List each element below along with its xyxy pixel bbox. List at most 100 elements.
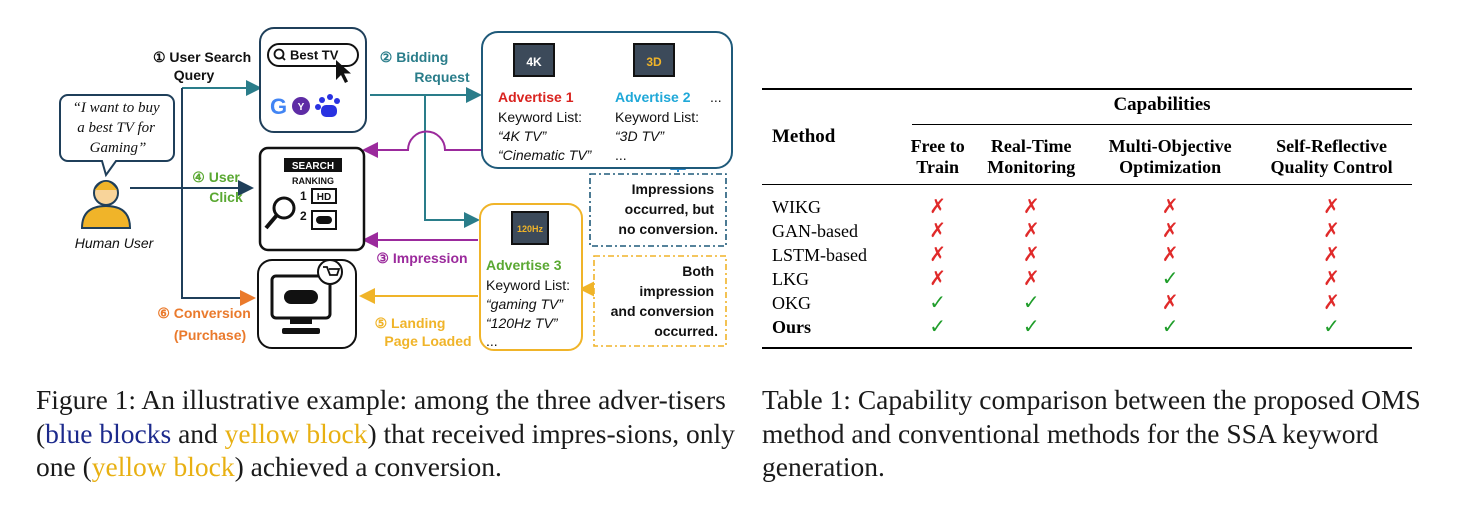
check-icon: ✓ bbox=[1161, 316, 1179, 338]
cross-icon: ✗ bbox=[1022, 220, 1040, 242]
ad3-keyword-2: “120Hz TV” bbox=[486, 315, 559, 331]
illustrative-figure: “I want to buy a best TV for Gaming” Hum… bbox=[59, 27, 733, 351]
ad2-keyword-label: Keyword List: bbox=[615, 109, 699, 125]
tv-4k-icon: 4K bbox=[526, 55, 542, 69]
step2-line2: Request bbox=[414, 69, 470, 85]
cross-icon: ✗ bbox=[1323, 292, 1340, 314]
note-yellow: Both impression and conversion occurred. bbox=[593, 255, 727, 347]
cross-icon: ✗ bbox=[1161, 220, 1179, 242]
ranking-label: RANKING bbox=[292, 176, 334, 186]
method-header: Method bbox=[772, 126, 836, 147]
cross-icon: ✗ bbox=[1022, 268, 1040, 290]
svg-text:① User Search Query: ① User Search Query bbox=[153, 49, 255, 83]
ad2-keyword-1: “3D TV” bbox=[615, 128, 665, 144]
table-row: WIKG✗✗✗✗ bbox=[762, 184, 1412, 220]
note-blue-line1: Impressions bbox=[632, 181, 715, 197]
cross-icon: ✗ bbox=[1022, 196, 1040, 218]
advertiser-yellow-block: 120Hz Advertise 3 Keyword List: “gaming … bbox=[479, 203, 583, 351]
method-name: LKG bbox=[772, 269, 809, 289]
note-yellow-line1: Both bbox=[682, 263, 714, 279]
cross-icon: ✗ bbox=[1161, 196, 1179, 218]
ad2-title: Advertise 2 bbox=[615, 89, 691, 105]
human-user-label: Human User bbox=[75, 235, 155, 251]
note-yellow-line2: impression bbox=[639, 283, 714, 299]
cross-icon: ✗ bbox=[1323, 244, 1340, 266]
note-blue-line2: occurred, but bbox=[625, 201, 715, 217]
search-ranking-panel: SEARCH RANKING 1 HD 2 bbox=[258, 146, 366, 252]
svg-text:② Bidding Request: ② Bidding Request bbox=[380, 49, 470, 85]
rank-1: 1 bbox=[300, 189, 307, 203]
method-name: LSTM-based bbox=[772, 245, 867, 265]
check-icon: ✓ bbox=[1161, 268, 1179, 290]
step4-line1: ④ User bbox=[192, 169, 240, 185]
check-icon: ✓ bbox=[929, 292, 947, 314]
ad3-ellipsis: ... bbox=[486, 333, 498, 349]
method-name: GAN-based bbox=[772, 221, 858, 241]
check-icon: ✓ bbox=[1323, 316, 1340, 338]
ad1-keyword-label: Keyword List: bbox=[498, 109, 582, 125]
step4-line2: Click bbox=[209, 189, 243, 205]
speech-line-1: “I want to buy bbox=[73, 100, 160, 116]
cross-icon: ✗ bbox=[1323, 220, 1340, 242]
svg-text:“I want to buy a best TV: “I want to buy a best TV for Gaming” bbox=[73, 100, 164, 156]
search-label: SEARCH bbox=[292, 161, 334, 172]
ad1-keyword-1: “4K TV” bbox=[498, 128, 548, 144]
search-engine-panel: Best TV G Y bbox=[259, 27, 367, 133]
note-yellow-line3: and conversion bbox=[611, 303, 714, 319]
conversion-panel bbox=[257, 259, 357, 349]
check-icon: ✓ bbox=[929, 316, 947, 338]
step6-line2: (Purchase) bbox=[174, 327, 246, 343]
svg-text:Y: Y bbox=[298, 102, 305, 113]
ad2-ellipsis: ... bbox=[710, 89, 722, 105]
table-row: OKG✓✓✗✗ bbox=[762, 291, 1412, 315]
speech-line-3: Gaming” bbox=[90, 140, 147, 156]
user-icon bbox=[80, 180, 132, 229]
svg-text:Both impression an: Both impression and conversion occurred. bbox=[611, 263, 718, 339]
method-name: Ours bbox=[772, 317, 812, 337]
rank-2: 2 bbox=[300, 209, 307, 223]
table-row: GAN-based ✗ ✗ ✗ ✗ bbox=[762, 219, 1412, 243]
step1-line2: Query bbox=[174, 67, 215, 83]
cross-icon: ✗ bbox=[1323, 268, 1340, 290]
gamepad-icon bbox=[284, 290, 318, 304]
capabilities-header: Capabilities bbox=[902, 89, 1412, 128]
note-blue-line3: no conversion. bbox=[618, 221, 718, 237]
svg-text:⑥ Conversion (Purchase): ⑥ Conversion (Purchase) bbox=[157, 305, 254, 343]
step6-line1: ⑥ Conversion bbox=[157, 305, 250, 321]
tv-3d-icon: 3D bbox=[646, 55, 662, 69]
hd-label: HD bbox=[317, 192, 331, 203]
advertisers-blue-block: 4K 3D Advertise 1 Keyword List: “4K TV” … bbox=[481, 31, 733, 169]
ad3-title: Advertise 3 bbox=[486, 257, 562, 273]
svg-text:④ User Click: ④ User Click bbox=[192, 169, 243, 205]
search-query: Best TV bbox=[290, 48, 339, 63]
table-row: LSTM-based ✗ ✗ ✗ ✗ bbox=[762, 243, 1412, 267]
ad3-keyword-label: Keyword List: bbox=[486, 277, 570, 293]
cross-icon: ✗ bbox=[1161, 244, 1179, 266]
google-icon: G bbox=[270, 94, 287, 119]
cross-icon: ✗ bbox=[929, 268, 947, 290]
yahoo-icon bbox=[292, 97, 310, 115]
speech-bubble: “I want to buy a best TV for Gaming” bbox=[59, 94, 175, 178]
baidu-icon bbox=[315, 94, 340, 117]
cross-icon: ✗ bbox=[1022, 244, 1040, 266]
table-caption: Table 1: Capability comparison between t… bbox=[762, 384, 1421, 482]
svg-text:⑤ Landing Page Loaded: ⑤ Landing Page Loaded bbox=[375, 315, 472, 349]
figure-caption: Figure 1: An illustrative example: among… bbox=[36, 384, 735, 482]
note-blue: Impressions occurred, but no conversion. bbox=[589, 173, 727, 247]
ad1-keyword-2: “Cinematic TV” bbox=[498, 147, 593, 163]
step5-line1: ⑤ Landing bbox=[375, 315, 446, 331]
note-yellow-line4: occurred. bbox=[654, 323, 718, 339]
cross-icon: ✗ bbox=[929, 220, 947, 242]
ad3-keyword-1: “gaming TV” bbox=[486, 296, 564, 312]
method-name: OKG bbox=[772, 293, 811, 313]
cart-icon bbox=[323, 266, 341, 276]
svg-text:Impressions occurred, bu: Impressions occurred, but no conversion. bbox=[618, 181, 718, 237]
magnifier-icon bbox=[264, 196, 296, 230]
cross-icon: ✗ bbox=[929, 244, 947, 266]
search-icon bbox=[273, 48, 286, 61]
